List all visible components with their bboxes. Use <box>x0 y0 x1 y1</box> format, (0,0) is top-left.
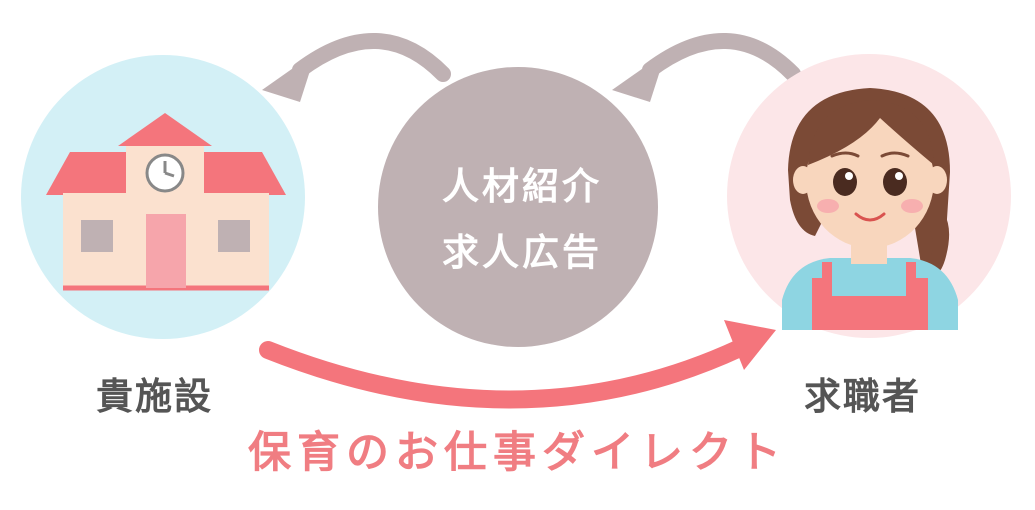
tagline: 保育のお仕事ダイレクト <box>248 428 787 478</box>
arrow-facility-to-seeker <box>259 320 776 409</box>
job-seeker-icon <box>782 88 958 330</box>
service-line-2: 求人広告 <box>442 231 602 274</box>
arrow-service-to-facility <box>262 33 451 102</box>
seeker-label: 求職者 <box>804 375 921 418</box>
facility-label: 貴施設 <box>96 375 213 418</box>
service-circle <box>378 67 658 347</box>
school-building-icon <box>46 113 286 291</box>
arrow-seeker-to-service <box>612 33 801 102</box>
service-line-1: 人材紹介 <box>442 165 602 208</box>
